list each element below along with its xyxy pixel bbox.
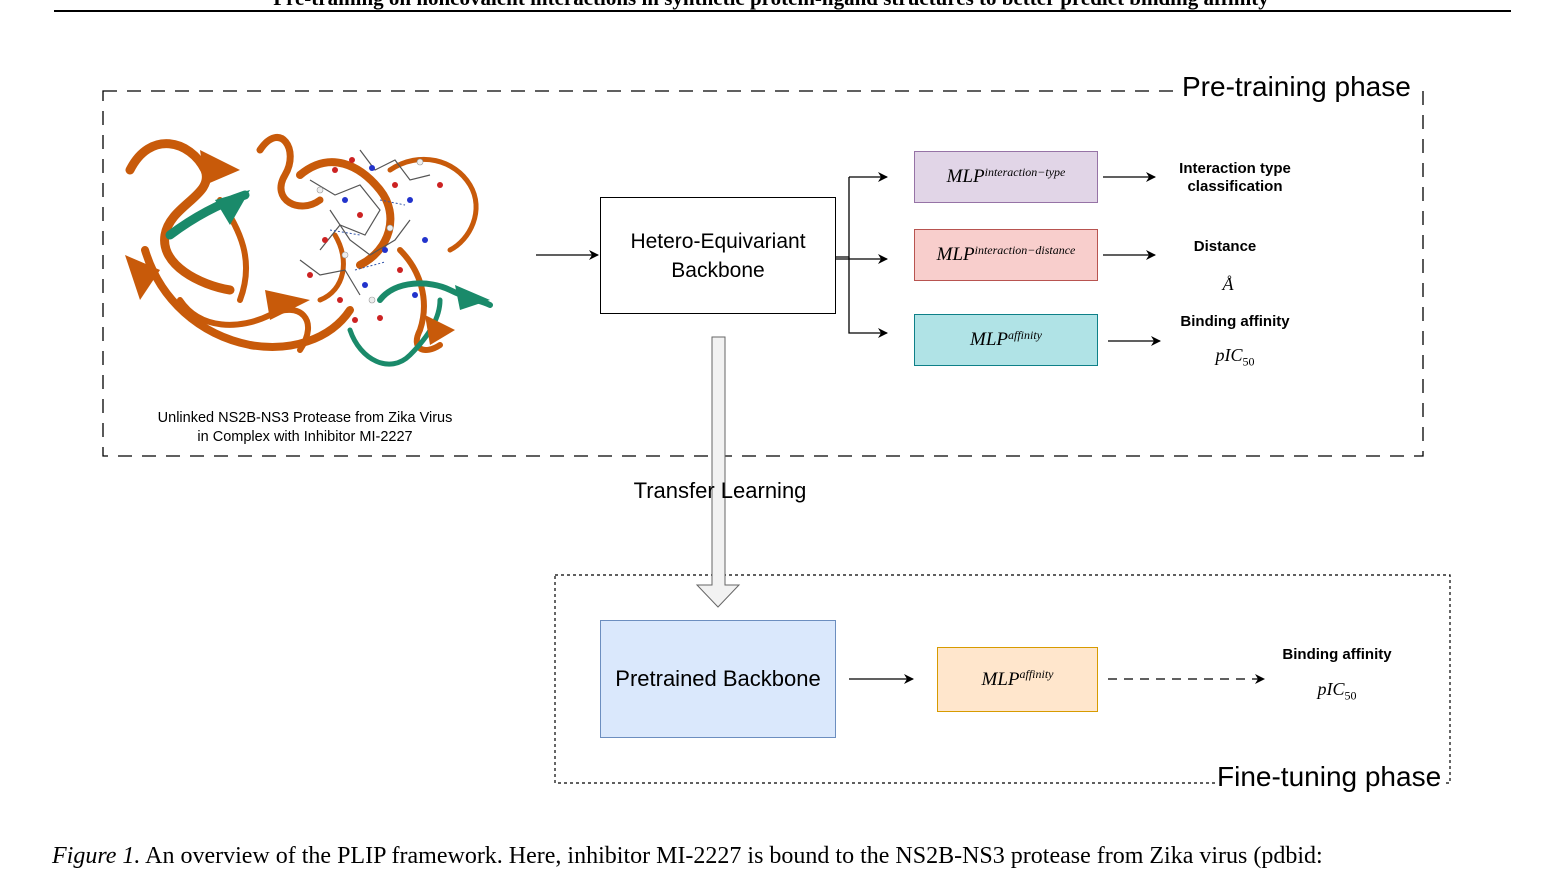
mlp-interaction-distance-superscript: interaction−distance	[974, 242, 1076, 257]
pretrained-backbone-label: Pretrained Backbone	[615, 666, 821, 691]
output-distance-unit: Å	[1222, 274, 1234, 294]
protein-structure-illustration	[125, 134, 493, 367]
finetune-pic-subscript: 50	[1344, 688, 1357, 703]
finetune-pic-label: pIC	[1317, 679, 1345, 699]
output-interaction-type: Interaction type classification	[1160, 160, 1310, 196]
pretrained-backbone-box: Pretrained Backbone	[600, 620, 836, 738]
finetuning-phase-label: Fine-tuning phase	[1215, 761, 1444, 793]
protein-caption-line1: Unlinked NS2B-NS3 Protease from Zika Vir…	[157, 410, 453, 426]
protein-caption-line2: in Complex with Inhibitor MI-2227	[197, 429, 413, 445]
arrow-backbone-branch	[836, 177, 850, 258]
pretraining-phase-border	[102, 90, 1424, 457]
mlp-interaction-distance-label: MLP	[936, 244, 975, 265]
mlp-interaction-type-label: MLP	[946, 166, 985, 187]
transfer-learning-label: Transfer Learning	[633, 478, 807, 503]
mlp-interaction-type-superscript: interaction−type	[984, 164, 1066, 179]
backbone-label-line1: Hetero-Equivariant	[630, 229, 806, 253]
output-interaction-type-line1: Interaction type	[1179, 160, 1291, 177]
protein-caption: Unlinked NS2B-NS3 Protease from Zika Vir…	[120, 409, 490, 447]
finetuning-phase-border	[554, 574, 1451, 784]
arrow-branch-down	[848, 257, 888, 338]
mlp-affinity-superscript: affinity	[1008, 327, 1042, 342]
pretraining-phase-label: Pre-training phase	[1180, 71, 1413, 103]
transfer-learning-arrow	[695, 336, 741, 608]
finetune-output-label: Binding affinity	[1282, 646, 1392, 663]
mlp-affinity-label: MLP	[970, 329, 1008, 350]
figure-caption-text: An overview of the PLIP framework. Here,…	[145, 843, 1323, 869]
output-interaction-type-line2: classification	[1187, 178, 1283, 195]
finetune-output-unit: pIC50	[1267, 679, 1407, 704]
figure-caption: Figure 1. An overview of the PLIP framew…	[52, 843, 1323, 870]
finetune-mlp-superscript: affinity	[1019, 667, 1054, 681]
pic-subscript: 50	[1242, 354, 1255, 369]
paper-running-title: Pre-training on noncovalent interactions…	[0, 0, 1542, 11]
hetero-equivariant-backbone-box: Hetero-Equivariant Backbone	[600, 197, 836, 314]
backbone-label-line2: Backbone	[671, 258, 765, 282]
header-rule	[54, 10, 1511, 12]
pic-label: pIC	[1215, 345, 1243, 365]
output-binding-affinity-label: Binding affinity	[1180, 313, 1290, 330]
output-distance-label: Distance	[1193, 238, 1257, 255]
figure-label: Figure 1.	[52, 843, 141, 869]
finetune-mlp-label: MLP	[981, 668, 1020, 690]
output-binding-affinity-unit: pIC50	[1165, 345, 1305, 370]
